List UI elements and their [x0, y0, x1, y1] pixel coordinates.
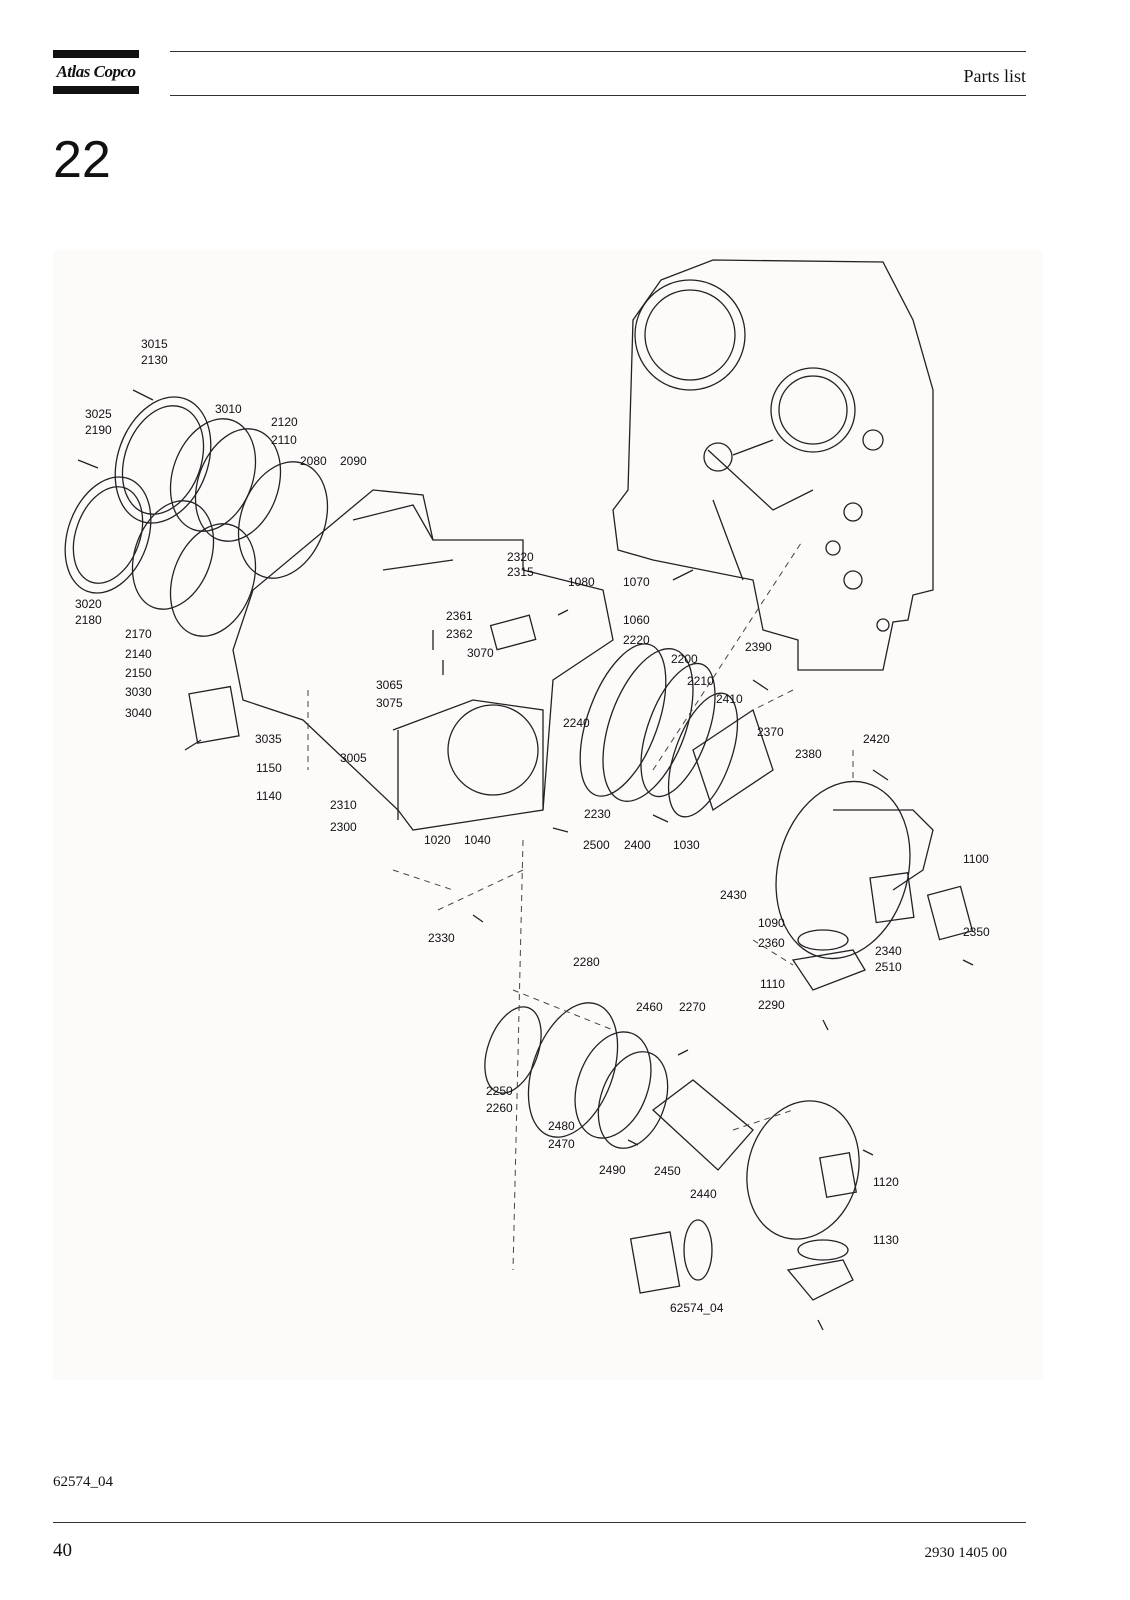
part-callout-2450: 2450: [654, 1164, 681, 1178]
document-number: 2930 1405 00: [924, 1545, 1008, 1561]
part-callout-2510: 2510: [875, 960, 902, 974]
part-callout-62574_04: 62574_04: [670, 1301, 724, 1315]
part-callout-1100: 1100: [963, 852, 989, 866]
part-callout-2362: 2362: [446, 627, 473, 641]
part-callout-2260: 2260: [486, 1101, 513, 1115]
part-callout-1030: 1030: [673, 838, 700, 852]
part-callout-2270: 2270: [679, 1000, 706, 1014]
part-callout-2110: 2110: [271, 433, 297, 447]
part-callout-2200: 2200: [671, 652, 698, 666]
drawing-linework: [64, 259, 974, 1331]
logo-wordmark: Atlas Copco: [56, 62, 136, 81]
part-callout-2315: 2315: [507, 565, 534, 579]
part-callout-2080: 2080: [300, 454, 327, 468]
part-callout-1070: 1070: [623, 575, 650, 589]
part-callout-2250: 2250: [486, 1084, 513, 1098]
part-callout-2180: 2180: [75, 613, 102, 627]
part-callout-2460: 2460: [636, 1000, 663, 1014]
part-callout-2410: 2410: [716, 692, 743, 706]
part-callout-3070: 3070: [467, 646, 494, 660]
logo-bottom-bar: [53, 86, 139, 94]
header-rule-bottom: [170, 95, 1026, 96]
part-callout-2220: 2220: [623, 633, 650, 647]
figure-id: 62574_04: [53, 1474, 113, 1490]
part-callout-1060: 1060: [623, 613, 650, 627]
part-callout-3025: 3025: [85, 407, 112, 421]
part-callout-2370: 2370: [757, 725, 784, 739]
part-callout-2130: 2130: [141, 353, 168, 367]
part-callout-2090: 2090: [340, 454, 367, 468]
part-callout-2440: 2440: [690, 1187, 717, 1201]
part-callout-2430: 2430: [720, 888, 747, 902]
section-number: 22: [53, 131, 111, 189]
part-callout-2170: 2170: [125, 627, 152, 641]
part-callout-2150: 2150: [125, 666, 152, 680]
part-callout-1120: 1120: [873, 1175, 899, 1189]
footer-rule: [53, 1522, 1026, 1523]
logo-top-bar: [53, 50, 139, 58]
part-callout-2120: 2120: [271, 415, 298, 429]
section-title: Parts list: [963, 66, 1026, 86]
part-callout-2500: 2500: [583, 838, 610, 852]
part-callout-2340: 2340: [875, 944, 902, 958]
atlas-copco-logo: Atlas Copco: [53, 50, 139, 94]
part-callout-2420: 2420: [863, 732, 890, 746]
part-callout-2470: 2470: [548, 1137, 575, 1151]
part-callout-2280: 2280: [573, 955, 600, 969]
part-callout-3040: 3040: [125, 706, 152, 720]
part-callout-2310: 2310: [330, 798, 357, 812]
part-callout-1140: 1140: [256, 789, 282, 803]
part-callout-3035: 3035: [255, 732, 282, 746]
part-callout-2350: 2350: [963, 925, 990, 939]
part-callout-2480: 2480: [548, 1119, 575, 1133]
part-callout-2230: 2230: [584, 807, 611, 821]
part-callout-1150: 1150: [256, 761, 282, 775]
part-callout-2300: 2300: [330, 820, 357, 834]
part-callout-3005: 3005: [340, 751, 367, 765]
part-callout-1130: 1130: [873, 1233, 899, 1247]
part-callout-3010: 3010: [215, 402, 242, 416]
part-callout-1110: 1110: [760, 977, 785, 991]
part-callout-2240: 2240: [563, 716, 590, 730]
part-callout-2361: 2361: [446, 609, 473, 623]
part-callout-2290: 2290: [758, 998, 785, 1012]
part-callout-3030: 3030: [125, 685, 152, 699]
assembly-dashed-lines: [307, 539, 854, 1271]
part-callout-3015: 3015: [141, 337, 168, 351]
part-callout-3020: 3020: [75, 597, 102, 611]
page-number: 40: [53, 1540, 72, 1561]
part-callout-1020: 1020: [424, 833, 451, 847]
part-callout-2380: 2380: [795, 747, 822, 761]
part-callout-2400: 2400: [624, 838, 651, 852]
part-callout-1090: 1090: [758, 916, 785, 930]
part-callout-2320: 2320: [507, 550, 534, 564]
part-callout-2330: 2330: [428, 931, 455, 945]
part-callout-2360: 2360: [758, 936, 785, 950]
part-callout-2140: 2140: [125, 647, 152, 661]
part-callout-1080: 1080: [568, 575, 595, 589]
part-callout-1040: 1040: [464, 833, 491, 847]
part-callout-2390: 2390: [745, 640, 772, 654]
part-callout-3075: 3075: [376, 696, 403, 710]
part-callout-2210: 2210: [687, 674, 714, 688]
part-callout-2490: 2490: [599, 1163, 626, 1177]
part-callout-3065: 3065: [376, 678, 403, 692]
header-rule-top: [170, 51, 1026, 52]
part-callout-2190: 2190: [85, 423, 112, 437]
